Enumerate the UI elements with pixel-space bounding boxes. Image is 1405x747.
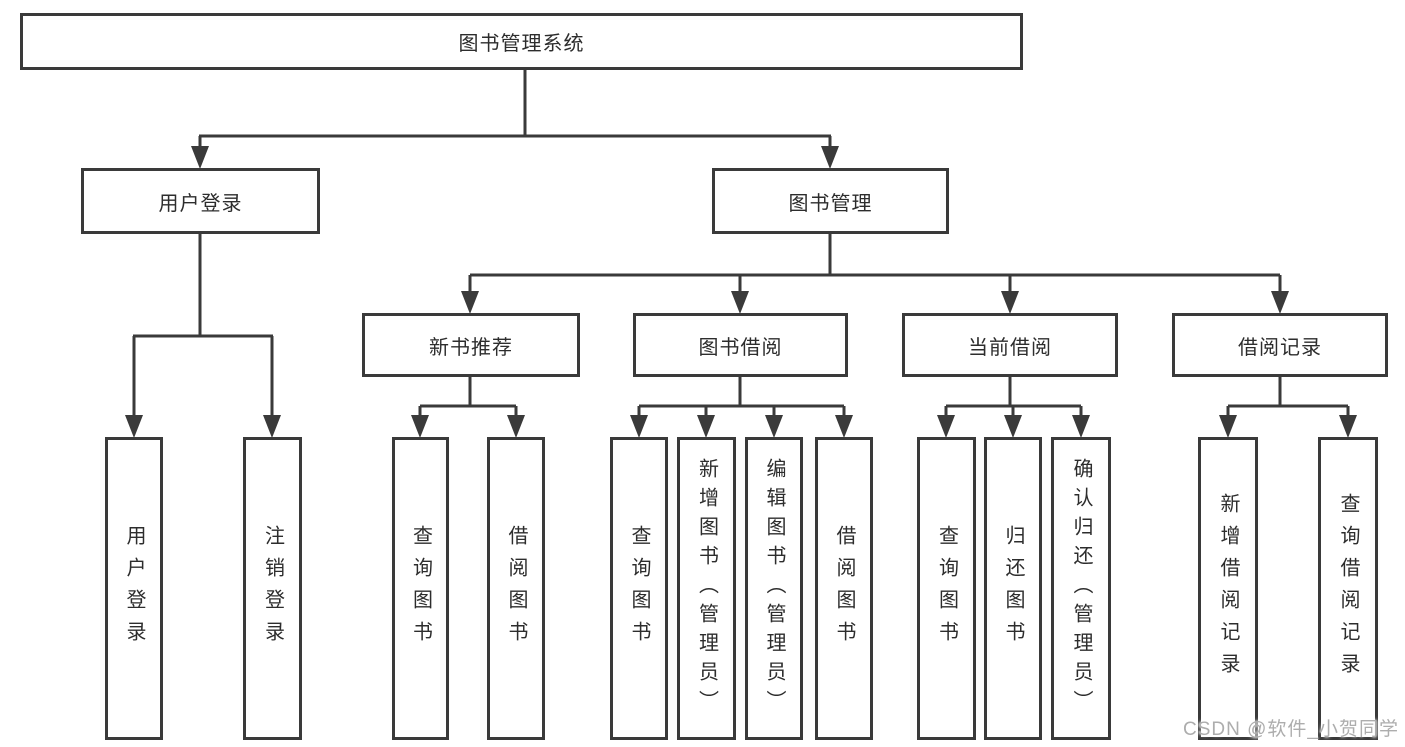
csdn-watermark: CSDN @软件_小贺同学: [1183, 719, 1399, 740]
leaf-return-book: 归还图书: [984, 437, 1042, 740]
leaf-logout-label: 注销登录: [261, 524, 284, 653]
leaf-confirm-return-admin: 确认归还（管理员）: [1051, 437, 1111, 740]
leaf-confirm-return-admin-label: 确认归还（管理员）: [1070, 458, 1092, 719]
leaf-user-login-label: 用户登录: [123, 524, 145, 653]
node-book-borrow-label: 图书借阅: [698, 336, 783, 359]
leaf-add-book-admin: 新增图书（管理员）: [677, 437, 736, 740]
node-current-borrow: 当前借阅: [902, 313, 1118, 377]
node-library-system-label: 图书管理系统: [458, 33, 585, 55]
node-book-management: 图书管理: [712, 168, 949, 234]
leaf-add-borrow-record: 新增借阅记录: [1198, 437, 1258, 740]
node-book-management-label: 图书管理: [788, 192, 873, 215]
leaf-query-books-2-label: 查询图书: [628, 524, 650, 653]
node-new-book-recommend-label: 新书推荐: [429, 336, 513, 359]
leaf-borrow-books-1-label: 借阅图书: [505, 524, 527, 653]
leaf-query-books-1-label: 查询图书: [409, 524, 432, 653]
leaf-borrow-books-1: 借阅图书: [487, 437, 545, 740]
leaf-query-borrow-record-label: 查询借阅记录: [1337, 492, 1359, 685]
node-user-login: 用户登录: [81, 168, 320, 234]
leaf-query-books-1: 查询图书: [392, 437, 449, 740]
node-user-login-label: 用户登录: [158, 192, 243, 215]
leaf-logout: 注销登录: [243, 437, 302, 740]
leaf-edit-book-admin-label: 编辑图书（管理员）: [763, 458, 785, 719]
leaf-return-book-label: 归还图书: [1002, 524, 1024, 653]
node-borrow-records-label: 借阅记录: [1238, 336, 1322, 359]
leaf-edit-book-admin: 编辑图书（管理员）: [745, 437, 803, 740]
node-new-book-recommend: 新书推荐: [362, 313, 580, 377]
node-borrow-records: 借阅记录: [1172, 313, 1388, 377]
leaf-borrow-books-2-label: 借阅图书: [833, 524, 855, 653]
leaf-query-books-3-label: 查询图书: [935, 524, 958, 653]
leaf-add-book-admin-label: 新增图书（管理员）: [695, 458, 718, 719]
leaf-add-borrow-record-label: 新增借阅记录: [1217, 492, 1239, 685]
leaf-query-books-2: 查询图书: [610, 437, 668, 740]
node-book-borrow: 图书借阅: [633, 313, 848, 377]
node-library-system: 图书管理系统: [20, 13, 1023, 70]
leaf-query-books-3: 查询图书: [917, 437, 976, 740]
leaf-user-login: 用户登录: [105, 437, 163, 740]
leaf-query-borrow-record: 查询借阅记录: [1318, 437, 1378, 740]
node-current-borrow-label: 当前借阅: [968, 336, 1052, 359]
leaf-borrow-books-2: 借阅图书: [815, 437, 873, 740]
